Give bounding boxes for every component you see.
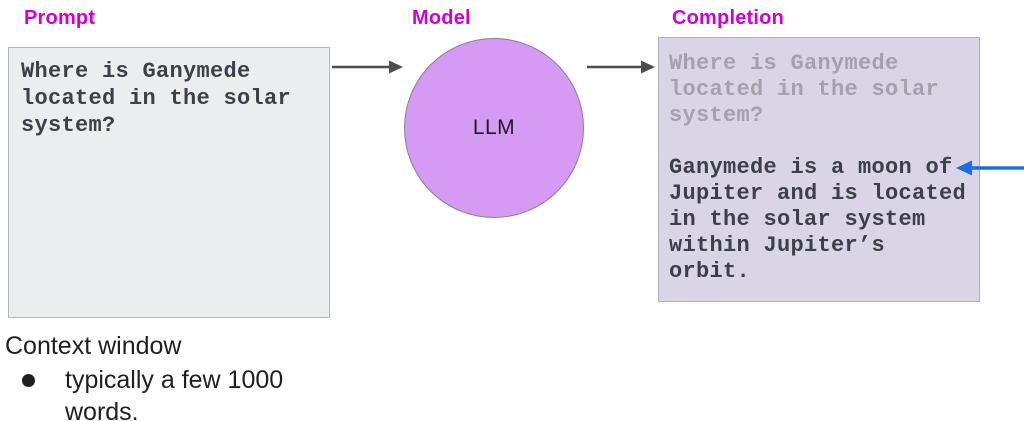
arrow-model-to-completion-head [641,60,655,74]
llm-model-circle: LLM [404,38,584,218]
echoed-prompt-text: Where is Ganymede located in the solar s… [669,51,940,128]
context-window-note: Context window typically a few 1000 word… [5,331,300,421]
llm-circle-label: LLM [472,116,516,139]
bullet-item-text: typically a few 1000 words. [65,366,284,421]
prompt-text: Where is Ganymede located in the solar s… [21,59,292,138]
completion-answer-text: Ganymede is a moon of Jupiter and is loc… [669,155,967,284]
arrow-prompt-to-model-head [389,60,403,74]
prompt-label: Prompt [24,7,96,29]
context-window-heading: Context window [5,332,182,360]
prompt-box: Where is Ganymede located in the solar s… [8,47,330,318]
right-arrow-icon [332,60,403,74]
completion-label: Completion [672,7,784,29]
model-label: Model [412,7,471,29]
bullet-icon [22,374,35,387]
right-arrow-icon [587,60,655,74]
completion-box: Where is Ganymede located in the solar s… [658,37,980,302]
context-bullet-item: typically a few 1000 words. [5,364,300,421]
